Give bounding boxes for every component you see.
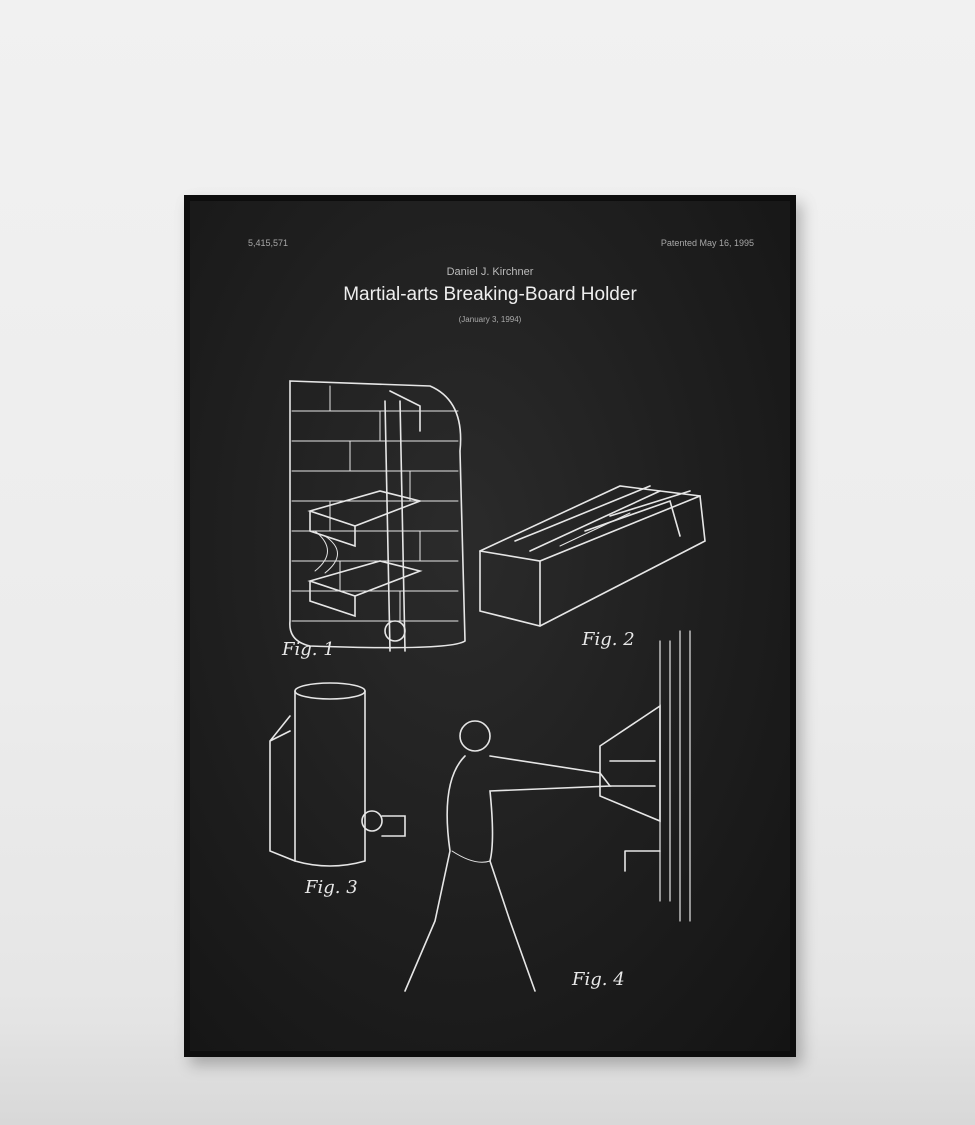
- inventor-name: Daniel J. Kirchner: [446, 266, 534, 278]
- figure-3-drawing: [269, 682, 406, 867]
- figure-2-drawing: [479, 485, 706, 627]
- figure-1-drawing: [289, 380, 466, 652]
- figure-1-label: Fig. 1: [282, 639, 335, 660]
- patent-drawings: [269, 380, 706, 992]
- poster-title: Martial-arts Breaking-Board Holder: [343, 284, 637, 305]
- figure-4-drawing: [404, 630, 691, 992]
- figure-2-label: Fig. 2: [582, 629, 635, 650]
- figure-3-label: Fig. 3: [305, 877, 358, 898]
- figure-4-label: Fig. 4: [572, 969, 625, 990]
- patent-date: Patented May 16, 1995: [660, 238, 754, 248]
- poster-frame: 5,415,571 Patented May 16, 1995 Daniel J…: [184, 195, 796, 1057]
- patent-number: 5,415,571: [248, 238, 289, 248]
- filing-date: (January 3, 1994): [458, 315, 522, 324]
- patent-poster: 5,415,571 Patented May 16, 1995 Daniel J…: [190, 201, 790, 1051]
